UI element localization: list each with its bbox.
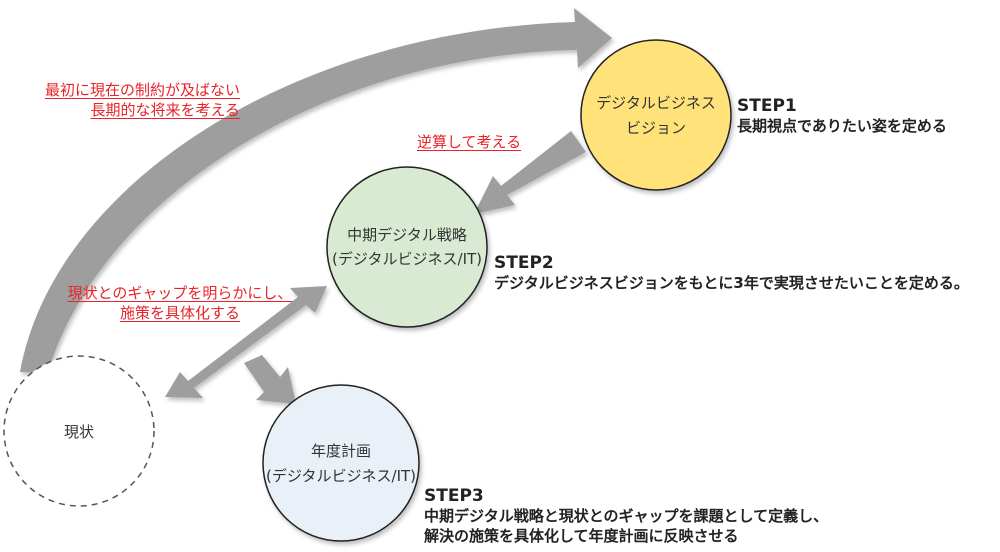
step1-description: 長期視点でありたい姿を定める [737, 117, 947, 135]
step1-block: STEP1 長期視点でありたい姿を定める [737, 96, 947, 136]
step2-block: STEP2 デジタルビジネスビジョンをもとに3年で実現させたいことを定める。 [494, 253, 969, 293]
gap-note-line2: 施策を具体化する [119, 304, 240, 322]
midterm-circle-line2: (デジタルビジネス/IT) [332, 250, 482, 268]
vision-circle-line2: ビジョン [626, 119, 686, 137]
step2-description: デジタルビジネスビジョンをもとに3年で実現させたいことを定める。 [494, 274, 969, 292]
step3-description-line1: 中期デジタル戦略と現状とのギャップを課題として定義し、 [424, 507, 829, 525]
step3-description-line2: 解決の施策を具体化して年度計画に反映させる [424, 527, 739, 545]
annual-plan-circle [262, 384, 420, 542]
backcast-note: 逆算して考える [417, 133, 522, 151]
step3-title: STEP3 [424, 486, 484, 506]
vision-circle-line1: デジタルビジネス [596, 94, 716, 112]
step1-title: STEP1 [737, 96, 797, 116]
backcast-arrow [474, 131, 586, 214]
step3-block: STEP3 中期デジタル戦略と現状とのギャップを課題として定義し、 解決の施策を… [424, 486, 828, 546]
annual-circle-line2: (デジタルビジネス/IT) [266, 467, 416, 485]
gap-double-arrow [165, 286, 327, 398]
to-annual-plan-arrow [244, 355, 296, 404]
gap-note: 現状とのギャップを明らかにし、 施策を具体化する [60, 283, 300, 323]
step2-title: STEP2 [494, 253, 554, 273]
midterm-circle-line1: 中期デジタル戦略 [347, 226, 467, 244]
gap-note-line1: 現状とのギャップを明らかにし、 [67, 284, 293, 302]
long-term-curved-arrow [20, 8, 612, 372]
current-state-label: 現状 [64, 423, 94, 441]
long-term-note-line1: 最初に現在の制約が及ばない [44, 81, 240, 99]
vision-circle [580, 39, 732, 191]
midterm-strategy-circle [326, 166, 488, 328]
annual-circle-line1: 年度計画 [311, 442, 371, 460]
long-term-note: 最初に現在の制約が及ばない 長期的な将来を考える [22, 80, 240, 120]
current-state-circle [3, 355, 155, 507]
long-term-note-line2: 長期的な将来を考える [90, 101, 240, 119]
